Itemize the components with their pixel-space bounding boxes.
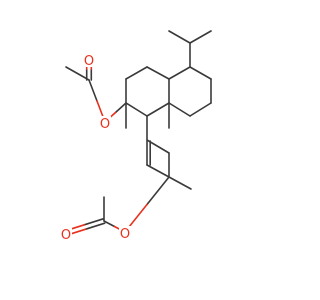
molecule-canvas: O O O O	[60, 30, 212, 243]
single-bond	[168, 30, 191, 44]
single-bond	[168, 66, 191, 80]
atom-label-oxygen: O	[61, 228, 71, 243]
single-bond	[189, 102, 212, 117]
atom-label-oxygen: O	[120, 227, 130, 242]
atom-label-oxygen: O	[84, 54, 94, 69]
atom-label-backdrop	[83, 53, 95, 67]
single-bond	[168, 102, 191, 117]
single-bond	[146, 66, 170, 80]
single-bond	[125, 66, 148, 80]
structure-diagram: O O O O	[60, 30, 212, 243]
single-bond	[65, 66, 90, 81]
carbon-oxygen-bond	[103, 220, 116, 228]
carbon-oxygen-bond	[114, 102, 127, 114]
atom-label-backdrop	[60, 227, 72, 241]
atom-label-backdrop	[99, 116, 111, 130]
single-bond	[168, 176, 192, 190]
carbon-oxygen-bond	[88, 79, 98, 102]
atom-label-backdrop	[119, 226, 131, 240]
single-bond	[146, 164, 170, 178]
single-bond	[189, 30, 212, 44]
carbon-oxygen-bond	[146, 176, 170, 206]
carbonyl-double-bond	[84, 222, 106, 230]
atom-label-oxygen: O	[100, 117, 110, 132]
single-bond	[125, 102, 148, 117]
single-bond	[189, 66, 212, 80]
single-bond	[146, 102, 170, 117]
carbonyl-double-bond	[83, 218, 105, 226]
